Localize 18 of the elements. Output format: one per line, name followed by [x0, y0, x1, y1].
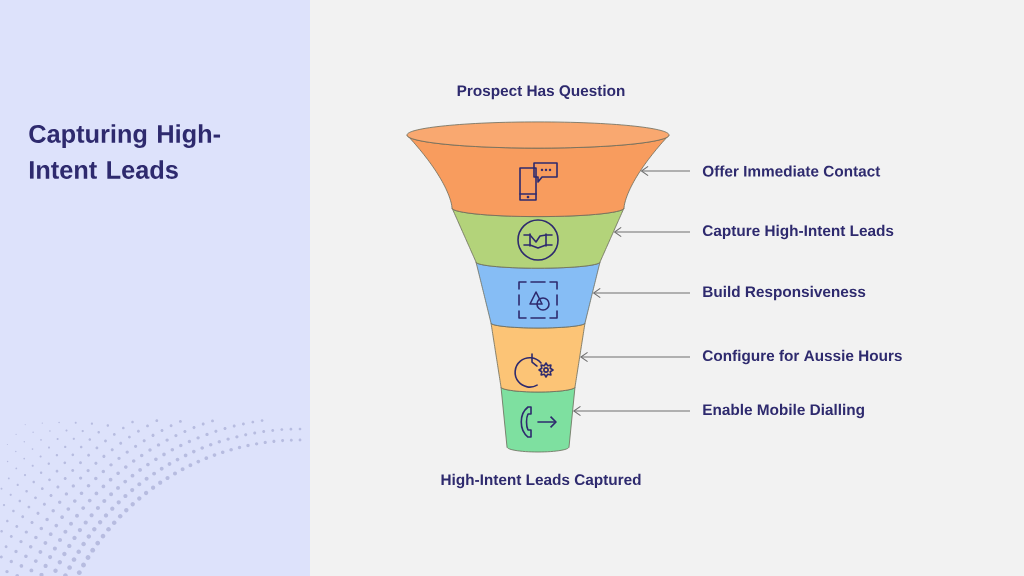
step-label: Configure for Aussie Hours — [702, 349, 902, 365]
leader-arrow — [640, 165, 691, 177]
leader-arrow — [572, 405, 691, 417]
stage-label: High-Intent Leads Captured — [441, 473, 641, 489]
funnel-band — [451, 207, 625, 269]
leader-arrow — [579, 351, 691, 363]
step-label: Build Responsiveness — [703, 285, 866, 301]
funnel-band — [500, 386, 576, 453]
step-label: Capture High-Intent Leads — [702, 224, 894, 240]
stage-label: Prospect Has Question — [457, 84, 625, 100]
funnel-band — [490, 322, 586, 393]
title: Capturing High-Intent Leads — [29, 124, 221, 179]
step-label: Offer Immediate Contact — [702, 165, 881, 177]
funnel-band — [475, 261, 601, 329]
leader-arrow — [613, 226, 691, 238]
step-label: Enable Mobile Dialling — [703, 403, 864, 419]
funnel-band — [406, 121, 670, 217]
leader-arrow — [592, 287, 691, 299]
